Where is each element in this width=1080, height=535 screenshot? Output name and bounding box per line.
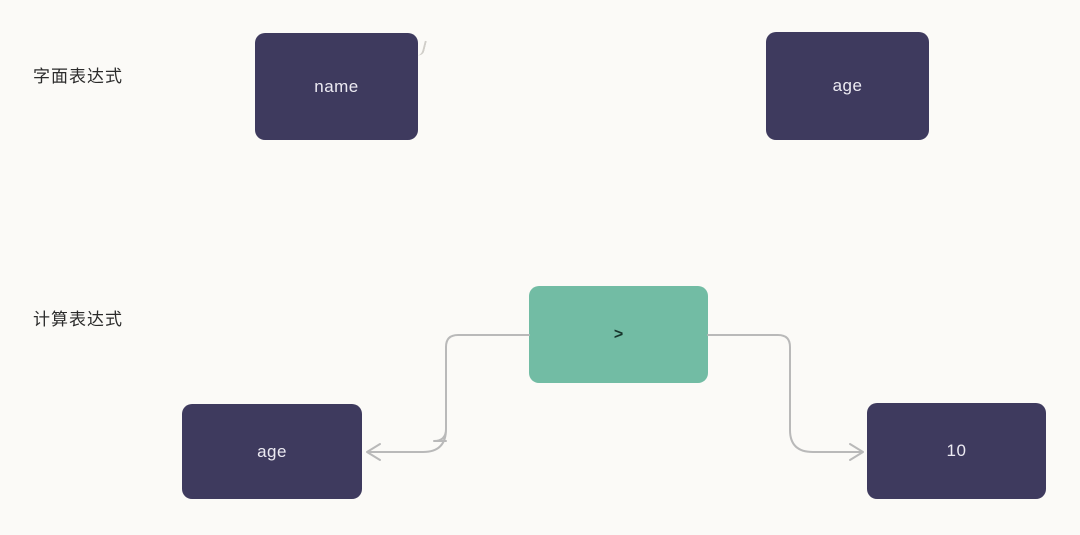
computed-expression-label: 计算表达式 (33, 310, 123, 329)
node-name-label: name (314, 76, 359, 96)
node-age-operand-label: age (257, 441, 287, 461)
node-age-literal[interactable]: age (766, 32, 929, 140)
literal-expression-label: 字面表达式 (33, 67, 123, 86)
node-age-label: age (832, 76, 863, 95)
node-name-literal[interactable]: name (255, 33, 418, 140)
node-10-operand[interactable]: 10 (867, 403, 1046, 499)
arrow-right-elbow-icon[interactable] (707, 334, 864, 461)
arrow-left-elbow-icon[interactable] (366, 334, 530, 461)
node-operator-greater-than[interactable]: > (529, 286, 708, 383)
operator-label: > (613, 325, 624, 343)
node-age-operand[interactable]: age (182, 404, 362, 499)
node-10-operand-label: 10 (946, 441, 967, 460)
